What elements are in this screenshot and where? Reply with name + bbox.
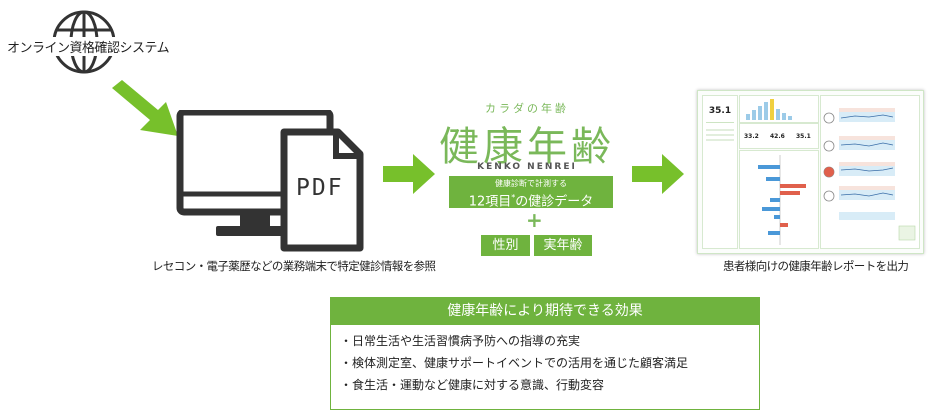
- text-line: [706, 139, 734, 141]
- data-box-asterisk: *: [511, 193, 516, 202]
- report-thumbnail: 35.1 33.2 42.6 35.1: [697, 90, 924, 254]
- system-label: オンライン資格確認システム: [6, 37, 171, 56]
- data-box-tail: の健診データ: [515, 194, 594, 210]
- data-box: 健康診断で計測する 12項目*の健診データ: [449, 176, 613, 210]
- pill-actual-age: 実年齢: [534, 235, 592, 256]
- report-age-chart: [739, 95, 819, 123]
- text-line: [706, 134, 734, 136]
- report-summary: 35.1: [702, 95, 738, 249]
- effects-title: 健康年齢により期待できる効果: [331, 298, 759, 325]
- report-horizontal-bars: [758, 155, 806, 245]
- brand-tagline: カラダの年齢: [485, 102, 569, 115]
- effects-item: ・検体測定室、健康サポートイベントでの活用を通じた顧客満足: [340, 356, 689, 370]
- report-trend-graphs: [823, 108, 916, 241]
- divider: [706, 122, 734, 123]
- report-caption: 患者様向けの健康年齢レポートを出力: [723, 259, 909, 273]
- arrow-down-right-icon: [112, 80, 178, 136]
- arrow-right-icon: [632, 154, 684, 194]
- report-bar-chart: [746, 99, 792, 120]
- effects-item: ・日常生活や生活習慣病予防への指導の充実: [340, 334, 581, 348]
- brand-logo-text: 健康年齢: [439, 124, 615, 170]
- data-box-small: 健康診断で計測する: [495, 179, 567, 188]
- monitor-pdf-icon: [176, 110, 364, 252]
- brand-romaji: KENKO NENREI: [477, 162, 577, 172]
- report-value-c: 35.1: [796, 133, 811, 140]
- data-box-items: 12項目: [468, 194, 512, 210]
- text-line: [706, 129, 734, 131]
- report-main-value: 35.1: [708, 106, 732, 116]
- effects-list: ・日常生活や生活習慣病予防への指導の充実 ・検体測定室、健康サポートイベントでの…: [331, 325, 759, 396]
- data-box-main: 12項目*の健診データ: [449, 189, 613, 210]
- arrow-right-icon: [383, 154, 435, 194]
- effects-box: 健康年齢により期待できる効果 ・日常生活や生活習慣病予防への指導の充実 ・検体測…: [330, 297, 760, 410]
- report-trend-panels: [820, 95, 920, 249]
- report-values-pane: 33.2 42.6 35.1: [739, 123, 819, 149]
- effects-item: ・食生活・運動など健康に対する意識、行動変容: [340, 378, 605, 392]
- report-value-b: 42.6: [770, 133, 785, 140]
- plus-sign: +: [526, 208, 543, 232]
- pill-gender: 性別: [481, 235, 530, 256]
- pdf-label: PDF: [296, 175, 344, 201]
- report-value-a: 33.2: [744, 133, 759, 140]
- report-items-chart: [739, 150, 819, 249]
- terminal-caption: レセコン・電子薬歴などの業務端末で特定健診情報を参照: [152, 259, 436, 273]
